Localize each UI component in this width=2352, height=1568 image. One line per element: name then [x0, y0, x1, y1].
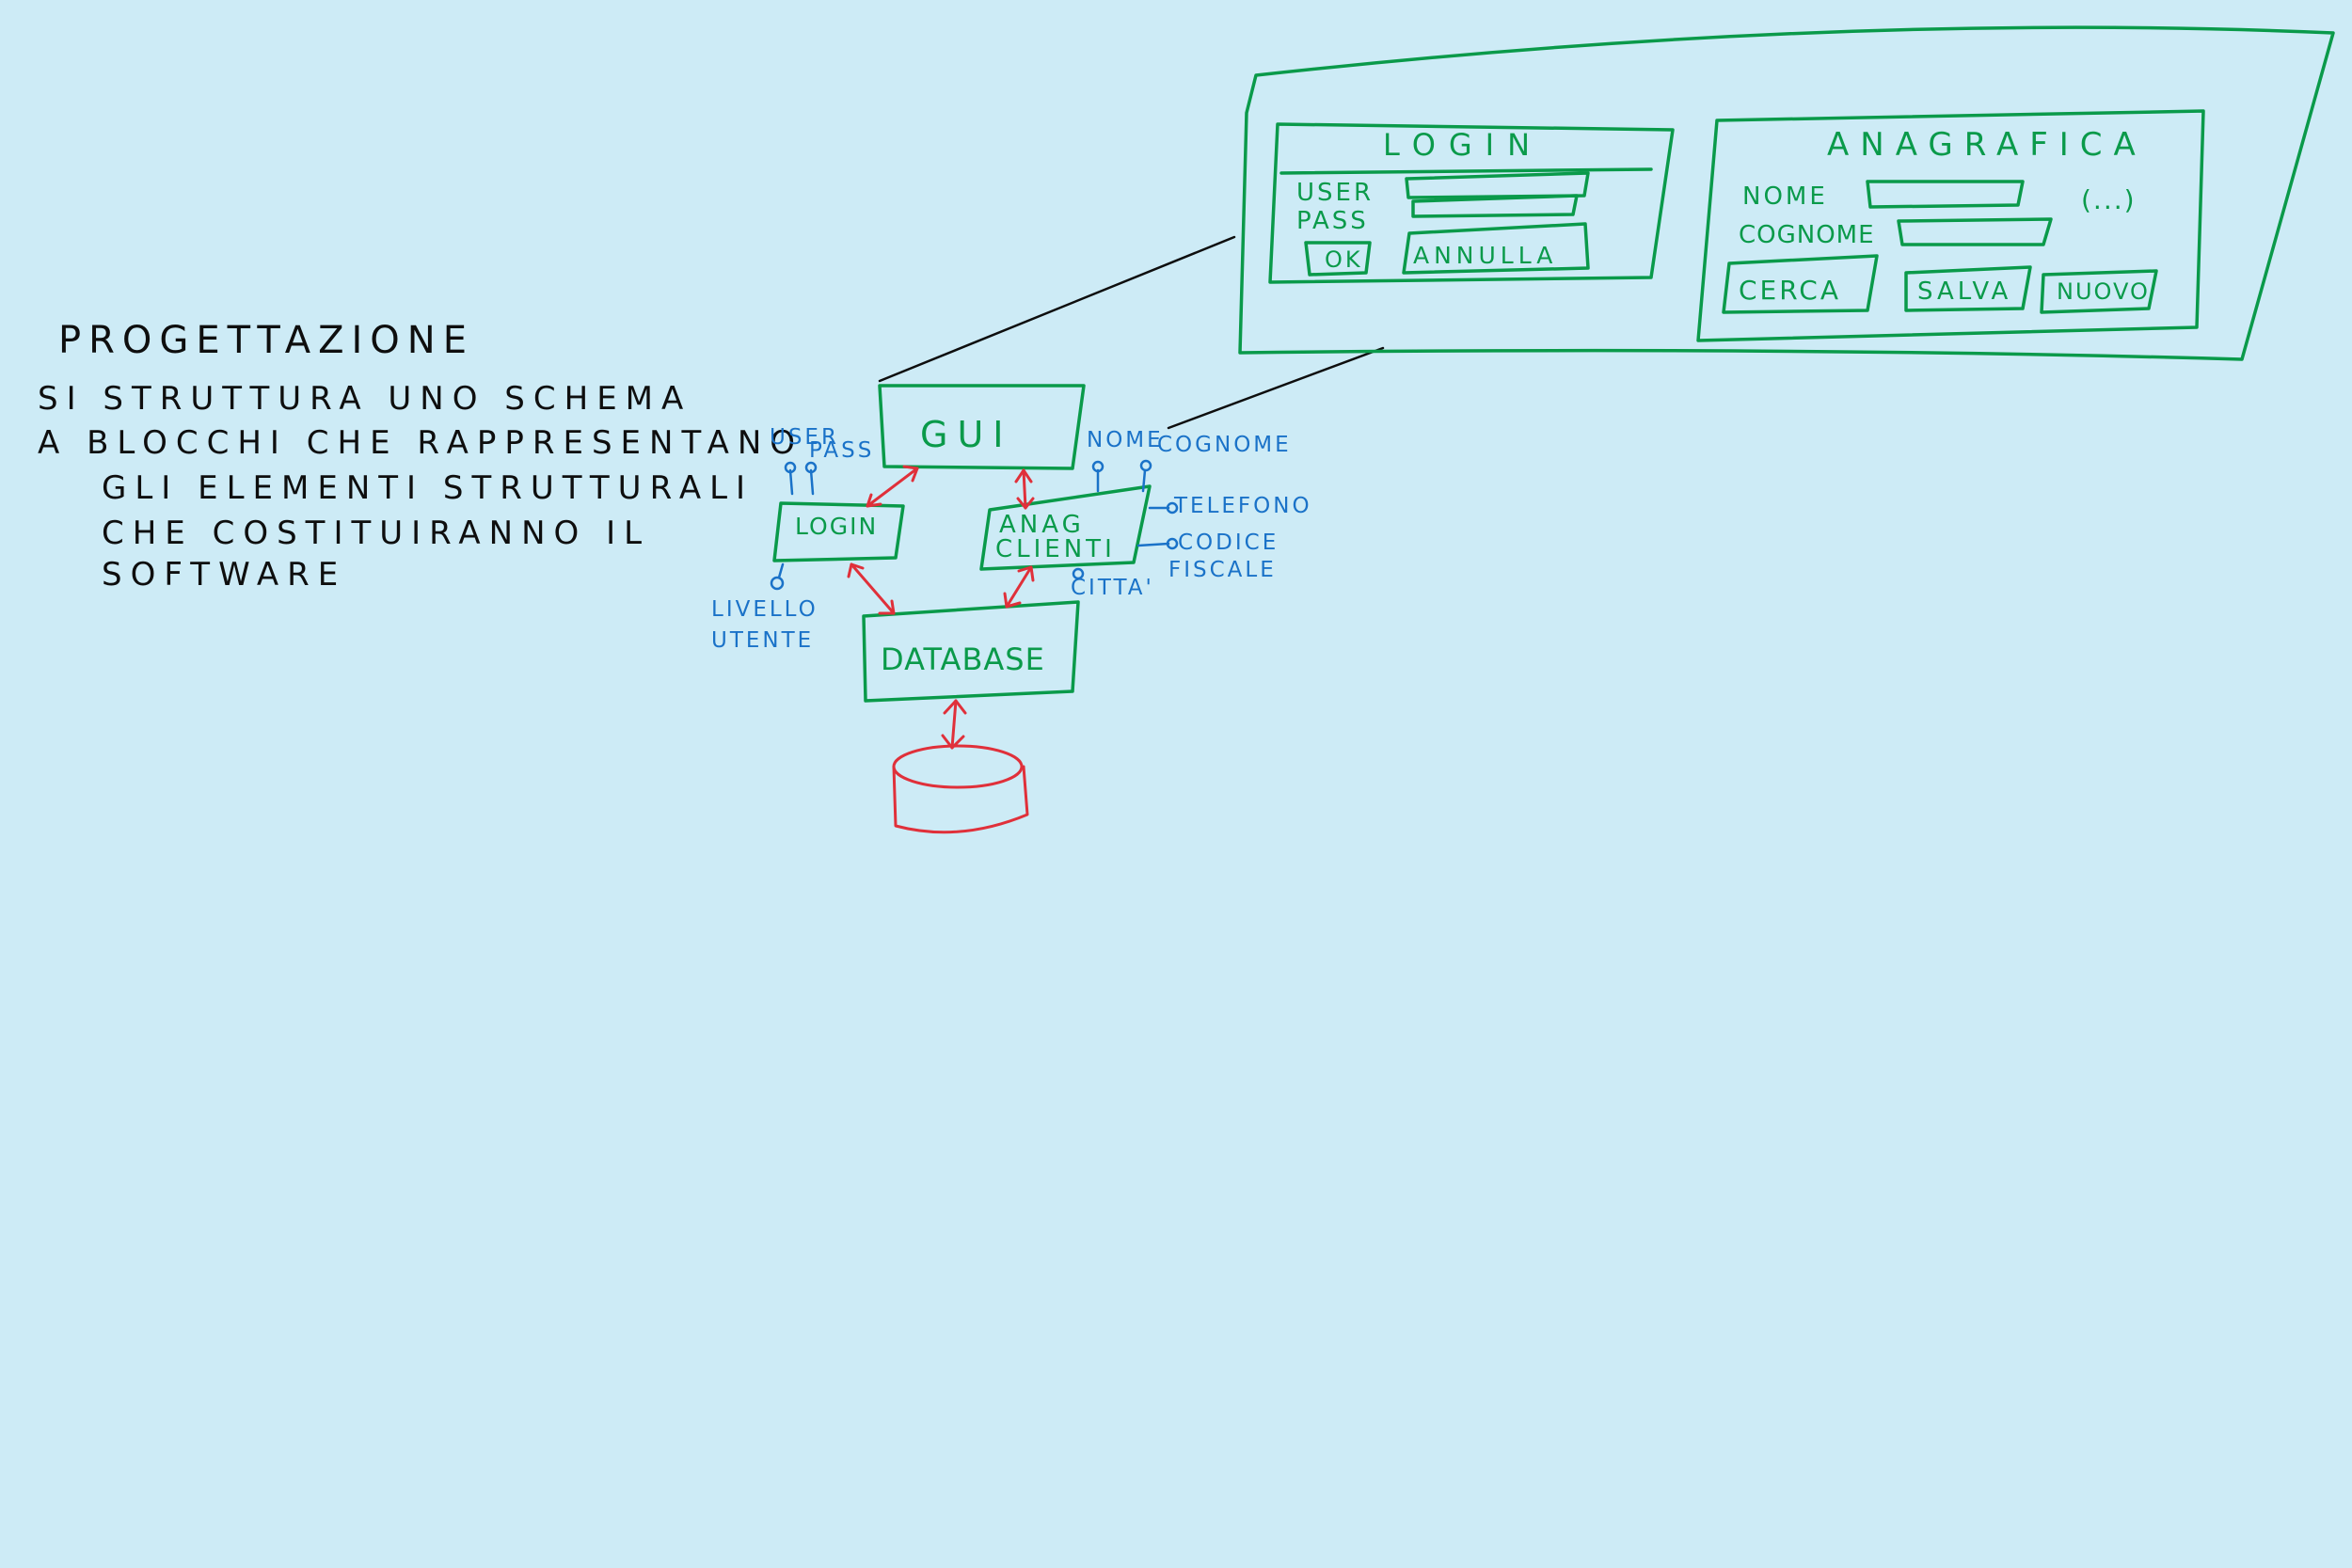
login-user-label: USER: [1296, 179, 1374, 207]
database-block-label: DATABASE: [881, 641, 1045, 677]
anagrafica-new-label: NUOVO: [2057, 278, 2150, 305]
attr-utente: UTENTE: [711, 628, 814, 653]
notes-line-4: CHE COSTITUIRANNO IL: [102, 515, 650, 552]
anagrafica-cognome-label: COGNOME: [1739, 221, 1875, 249]
arrow-login-database: [850, 562, 896, 615]
notes-line-3: GLI ELEMENTI STRUTTURALI: [102, 469, 754, 507]
arrow-database-storage: [950, 699, 958, 750]
anagrafica-panel-title: ANAGRAFICA: [1827, 126, 2147, 164]
anagrafica-save-label: SALVA: [1917, 277, 2011, 306]
anagrafica-nome-input[interactable]: [1866, 180, 2025, 209]
anagrafica-nome-label: NOME: [1742, 182, 1828, 211]
login-panel-title: LOGIN: [1383, 127, 1543, 163]
attr-nome: NOME: [1087, 428, 1164, 452]
anagrafica-new-button[interactable]: NUOVO: [2040, 269, 2158, 314]
notes-title: PROGETTAZIONE: [58, 319, 474, 362]
login-pass-input[interactable]: [1411, 194, 1579, 218]
anagrafica-search-button[interactable]: CERCA: [1722, 254, 1879, 314]
attr-livello: LIVELLO: [711, 597, 818, 622]
gui-block-box: [878, 384, 1086, 470]
database-block: DATABASE: [862, 600, 1080, 703]
anag-clienti-block: ANAG CLIENTI: [979, 484, 1152, 571]
login-cancel-button[interactable]: ANNULLA: [1402, 222, 1590, 275]
login-ok-label: OK: [1325, 246, 1363, 273]
gui-block: GUI: [878, 384, 1086, 470]
anag-block-box: [979, 484, 1152, 571]
login-block-label: LOGIN: [795, 513, 878, 540]
login-user-input[interactable]: [1405, 171, 1590, 199]
anag-block-label-1: ANAG: [999, 511, 1085, 539]
attr-codice: CODICE: [1178, 531, 1279, 555]
anagrafica-save-button[interactable]: SALVA: [1904, 265, 2032, 312]
attr-user: USER: [770, 425, 839, 450]
login-panel: LOGIN USER PASS OK ANNULLA: [1268, 122, 1675, 284]
connector-right: [1167, 346, 1385, 430]
database-cylinder-icon: [892, 744, 1029, 834]
notes-line-2: A BLOCCHI CHE RAPPRESENTANO: [38, 424, 803, 462]
login-panel-box: [1268, 122, 1675, 284]
attr-fiscale: FISCALE: [1168, 558, 1277, 582]
notes-line-5: SOFTWARE: [102, 556, 346, 594]
notes-line-1: SI STRUTTURA UNO SCHEMA: [38, 380, 691, 418]
anagrafica-cognome-input[interactable]: [1897, 217, 2053, 246]
login-cancel-label: ANNULLA: [1413, 242, 1557, 269]
login-block-box: [772, 501, 905, 562]
arrow-anag-database: [1005, 565, 1033, 609]
arrow-gui-login: [866, 467, 919, 508]
attr-cognome: COGNOME: [1157, 433, 1292, 457]
attr-telefono: TELEFONO: [1173, 494, 1312, 518]
notes: PROGETTAZIONE SI STRUTTURA UNO SCHEMA A …: [38, 319, 803, 594]
login-pass-label: PASS: [1296, 207, 1369, 235]
connector-left: [878, 235, 1236, 383]
login-block: LOGIN: [772, 501, 905, 562]
anagrafica-panel-box: [1696, 109, 2205, 342]
attributes: USER PASS NOME COGNOME TELEFONO CODICE F…: [711, 425, 1312, 653]
anagrafica-panel: ANAGRAFICA NOME COGNOME (...) CERCA SALV…: [1696, 109, 2205, 342]
anagrafica-more-fields: (...): [2081, 184, 2137, 215]
attr-citta: CITTA': [1071, 576, 1154, 600]
gui-block-label: GUI: [920, 414, 1012, 455]
login-ok-button[interactable]: OK: [1304, 241, 1372, 277]
attr-pass: PASS: [809, 438, 874, 463]
arrow-gui-anag: [1022, 468, 1027, 510]
anag-block-label-2: CLIENTI: [995, 535, 1116, 563]
anagrafica-search-label: CERCA: [1739, 275, 1841, 306]
mockup-frame: [1238, 25, 2335, 361]
relation-arrows: [847, 465, 1035, 750]
